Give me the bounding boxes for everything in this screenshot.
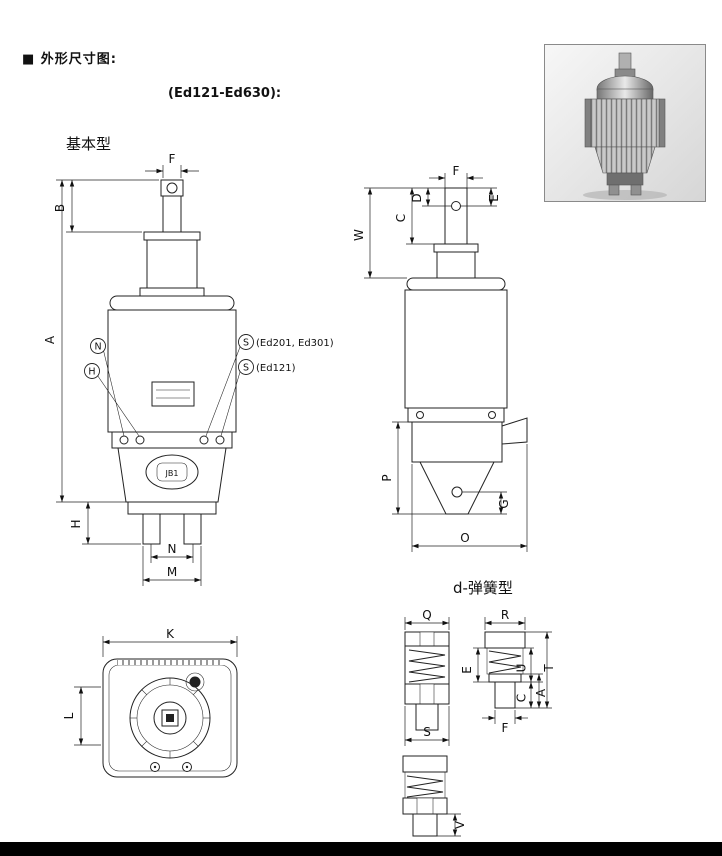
spring-type-dimensions: Q S R E U C — [404, 608, 556, 837]
spring-assembly-left — [404, 631, 450, 731]
spoke-lines — [130, 678, 210, 758]
nameplate — [151, 381, 195, 407]
dim-label-a: A — [534, 688, 548, 697]
spring-type-drawing: Q S R E U C — [402, 608, 556, 837]
dim-label-u: U — [515, 664, 529, 673]
side-view-body — [404, 187, 528, 515]
dim-label-c: C — [515, 694, 529, 702]
dim-label-g: G — [497, 499, 511, 508]
spring-type-label: d-弹簧型 — [453, 579, 513, 597]
front-view-body: JB1 — [107, 179, 237, 545]
model-range-label: (Ed121-Ed630): — [168, 86, 282, 101]
callout-s1: S — [243, 338, 249, 349]
dim-label-d: D — [410, 193, 424, 202]
dim-label-p: P — [380, 474, 394, 481]
dim-label-k: K — [166, 627, 175, 641]
nameplate-text: JB1 — [165, 469, 179, 478]
footer-bar — [0, 842, 722, 856]
dim-label-s: S — [423, 725, 431, 739]
callout-s1-note: (Ed201, Ed301) — [256, 338, 334, 349]
dim-label-a: A — [43, 335, 57, 344]
product-photo-image — [545, 45, 705, 201]
dim-label-t: T — [542, 664, 556, 673]
callout-s2: S — [243, 363, 249, 374]
top-view-dimensions: K L — [62, 627, 238, 746]
dim-label-b: B — [53, 204, 67, 212]
dim-label-m: M — [167, 565, 177, 579]
dim-label-f: F — [453, 164, 460, 178]
dim-label-c: C — [394, 214, 408, 222]
dim-label-r: R — [501, 608, 509, 622]
spring-assembly-right — [484, 631, 526, 709]
dim-label-f: F — [502, 721, 509, 735]
side-view-drawing: F D C W E P — [352, 164, 528, 552]
dim-label-e: E — [460, 666, 474, 674]
dim-label-l: L — [62, 712, 76, 719]
dim-label-e: E — [487, 194, 501, 202]
dim-label-w: W — [352, 229, 366, 241]
front-view-dimensions: F B A H N M — [43, 152, 202, 586]
dim-label-o: O — [460, 531, 469, 545]
product-photo — [544, 44, 706, 202]
top-view-drawing: K L — [62, 627, 238, 778]
basic-type-label: 基本型 — [66, 135, 112, 153]
section-title: ■ 外形尺寸图: — [22, 52, 118, 67]
top-view-body — [102, 658, 238, 778]
callout-n: N — [94, 342, 101, 353]
dim-label-n: N — [168, 542, 177, 556]
dim-label-v: V — [453, 820, 467, 829]
dim-label-f: F — [169, 152, 176, 166]
spring-assembly-bottom — [402, 755, 448, 837]
dim-label-q: Q — [422, 608, 431, 622]
side-view-dimensions: F D C W E P — [352, 164, 528, 552]
callout-s2-note: (Ed121) — [256, 363, 296, 374]
callout-h: H — [88, 367, 95, 378]
front-view-callouts: N H S (Ed201, Ed301) S (Ed121) — [84, 334, 334, 437]
front-view-drawing: JB1 F B A H — [43, 152, 334, 586]
dim-label-h: H — [69, 519, 83, 528]
